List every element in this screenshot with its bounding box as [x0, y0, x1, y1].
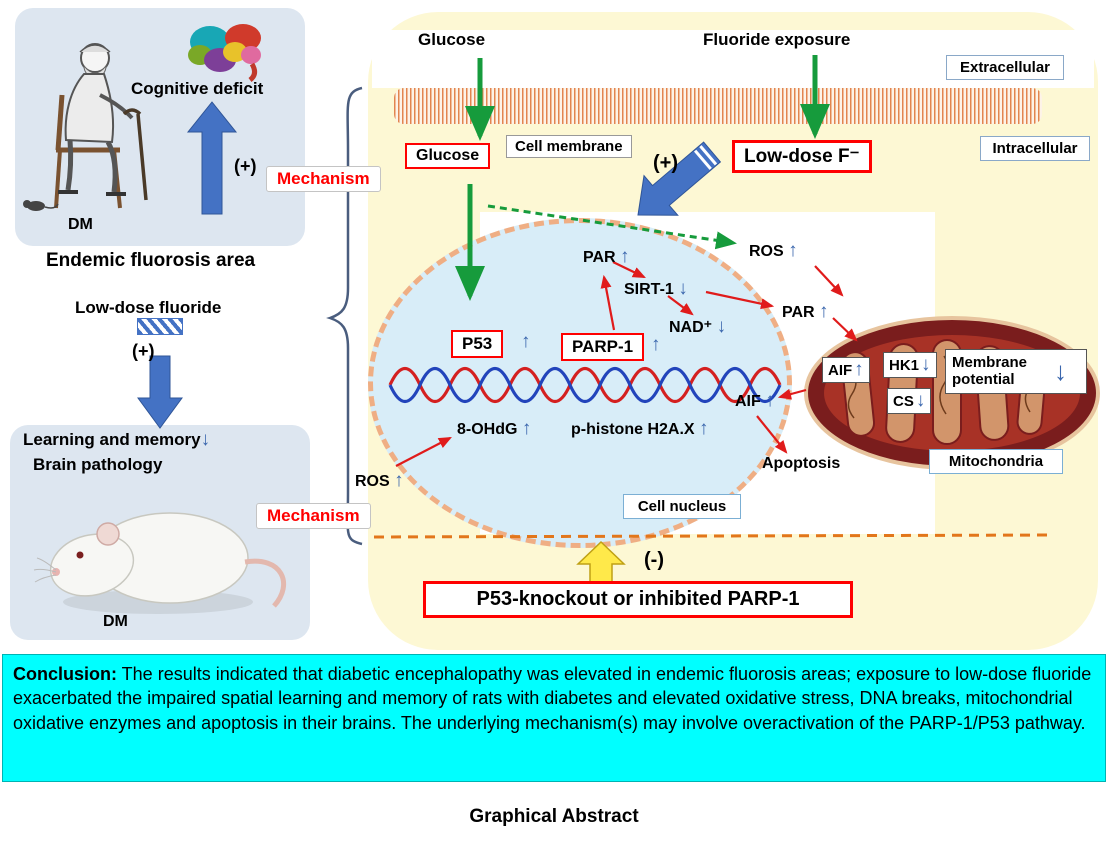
low-dose-fluoride-label: Low-dose fluoride	[75, 298, 222, 317]
mitochondria-tag: Mitochondria	[929, 449, 1063, 474]
learning-memory-label: Learning and memory↓	[23, 429, 210, 451]
intracellular-tag: Intracellular	[980, 136, 1090, 161]
down-arrow-icon: ↓	[921, 354, 931, 375]
plus-sign-cell: (+)	[653, 152, 678, 174]
cognitive-deficit-label: Cognitive deficit	[131, 79, 264, 98]
parp1-up-arrow: ↑	[651, 334, 661, 356]
learning-memory-text: Learning and memory	[23, 430, 201, 449]
extracellular-tag: Extracellular	[946, 55, 1064, 80]
mechanism-label-bottom: Mechanism	[256, 503, 371, 529]
up-arrow-icon: ↑	[521, 418, 532, 439]
nucleus-sirt1: SIRT-1 ↓	[624, 278, 688, 300]
conclusion-body: The results indicated that diabetic ence…	[13, 664, 1092, 733]
cyto-par: PAR ↑	[782, 301, 829, 323]
down-arrow-icon: ↓	[1054, 355, 1067, 386]
nucleus-par: PAR ↑	[583, 246, 630, 268]
p-histone-text: p-histone H2A.X	[571, 421, 695, 438]
nucleus-8ohdg: 8-OHdG ↑	[457, 418, 531, 440]
cell-nucleus-tag: Cell nucleus	[623, 494, 741, 519]
sirt1-text: SIRT-1	[624, 281, 674, 298]
fluoride-exposure-label: Fluoride exposure	[703, 30, 851, 49]
dm-label-bottom: DM	[103, 613, 128, 630]
up-arrow-icon: ↑	[394, 470, 404, 491]
striped-arrow-tail	[137, 318, 183, 335]
nucleus-ros: ROS ↑	[355, 470, 404, 492]
aif-text: AIF	[735, 393, 761, 410]
hk1-text: HK1	[889, 356, 920, 374]
p53-up-arrow: ↑	[521, 331, 531, 353]
endemic-fluorosis-caption: Endemic fluorosis area	[46, 250, 256, 271]
up-arrow-icon: ↑	[788, 240, 798, 261]
aif-text: AIF	[828, 361, 853, 379]
par-text: PAR	[782, 304, 815, 321]
cs-text: CS	[893, 392, 914, 410]
apoptosis-label: Apoptosis	[762, 455, 841, 472]
dm-label-top: DM	[68, 216, 93, 233]
membrane-potential-text: Membrane potential	[952, 354, 1028, 389]
up-arrow-icon: ↑	[521, 331, 531, 352]
up-arrow-icon: ↑	[699, 418, 709, 439]
endemic-fluorosis-panel	[15, 8, 305, 246]
down-arrow-icon: ↓	[716, 316, 727, 337]
nucleus-p-histone: p-histone H2A.X ↑	[571, 418, 709, 440]
brain-pathology-label: Brain pathology	[33, 455, 163, 474]
up-arrow-icon: ↑	[819, 301, 829, 322]
down-arrow-icon: ↓	[678, 278, 688, 299]
ohdg-text: 8-OHdG	[457, 421, 518, 438]
conclusion-box: Conclusion: The results indicated that d…	[2, 654, 1106, 782]
up-arrow-icon: ↑	[765, 390, 775, 411]
glucose-top-label: Glucose	[418, 30, 486, 49]
down-arrow-icon: ↓	[200, 429, 211, 450]
ros-text: ROS	[355, 473, 390, 490]
p53-box: P53	[451, 330, 504, 358]
parp1-box: PARP-1	[561, 333, 645, 361]
minus-sign: (-)	[644, 549, 664, 571]
cell-membrane-tag: Cell membrane	[506, 135, 632, 158]
plus-sign-midleft: (+)	[132, 341, 155, 361]
down-arrow-icon: ↓	[915, 390, 926, 411]
mito-membrane-potential-box: Membrane potential ↓	[945, 349, 1087, 394]
conclusion-heading: Conclusion:	[13, 664, 117, 684]
mechanism-label-top: Mechanism	[266, 166, 381, 192]
glucose-red-box: Glucose	[405, 143, 491, 169]
mito-hk1-box: HK1↓	[883, 352, 937, 378]
p53-knockout-box: P53-knockout or inhibited PARP-1	[423, 581, 853, 618]
up-arrow-icon: ↑	[620, 246, 630, 267]
ros-text: ROS	[749, 243, 784, 260]
cell-membrane-band	[394, 88, 1042, 124]
up-arrow-icon: ↑	[854, 359, 864, 380]
nucleus-nad: NAD⁺ ↓	[669, 316, 726, 338]
up-arrow-icon: ↑	[651, 334, 661, 355]
mito-aif-box: AIF↑	[822, 357, 870, 383]
plus-sign-topleft: (+)	[234, 156, 257, 176]
cyto-ros: ROS ↑	[749, 240, 798, 262]
mito-cs-box: CS↓	[887, 388, 932, 414]
low-dose-f-box: Low-dose F⁻	[732, 140, 872, 173]
cyto-aif: AIF ↑	[735, 390, 775, 412]
nad-text: NAD⁺	[669, 319, 713, 336]
par-text: PAR	[583, 249, 616, 266]
page-title: Graphical Abstract	[469, 806, 639, 827]
